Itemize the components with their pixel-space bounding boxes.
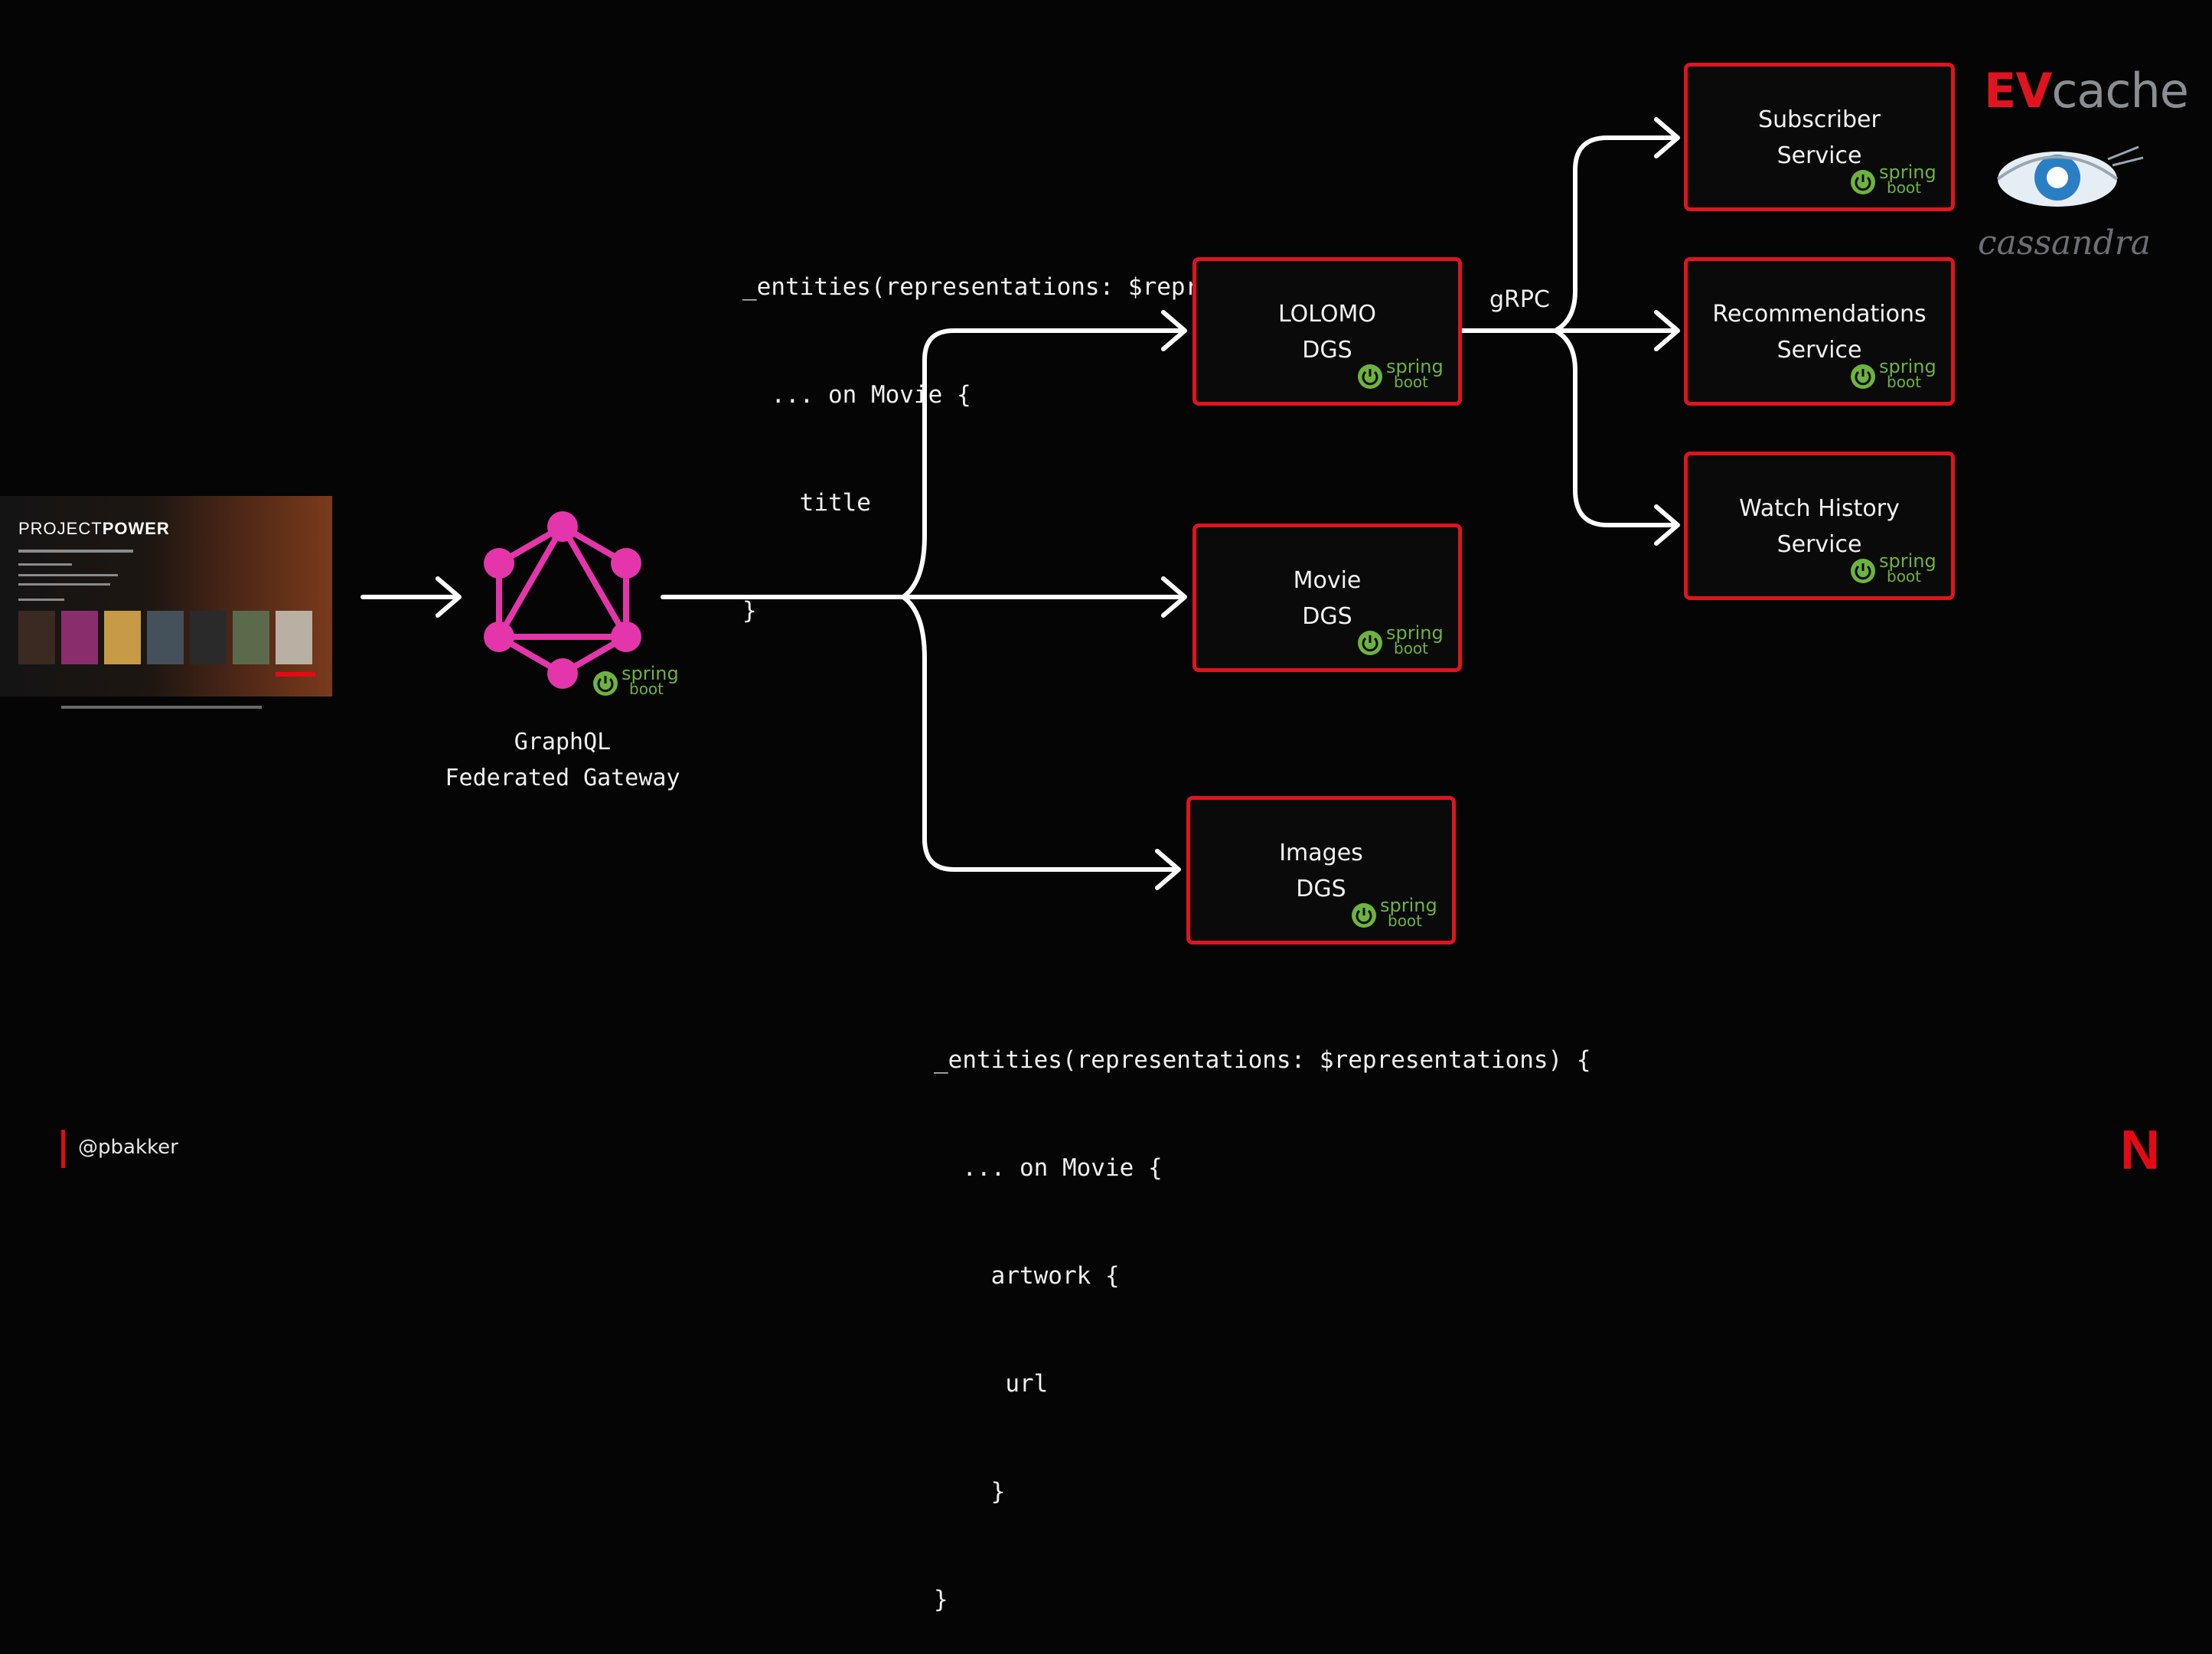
tv-title-suffix: POWER	[102, 519, 170, 538]
service-type: DGS	[1302, 603, 1352, 630]
service-name: Recommendations	[1712, 301, 1927, 328]
branch-images	[901, 595, 1179, 872]
tv-text-line	[18, 550, 133, 553]
subscriber-service-label: Subscriber Service	[1688, 102, 1951, 174]
service-name: LOLOMO	[1277, 301, 1376, 328]
connection-arrows	[361, 117, 1680, 890]
spring-word: spring	[622, 663, 679, 684]
tv-poster	[61, 611, 98, 664]
evcache-ev-text: EV	[1984, 63, 2052, 119]
tv-poster	[233, 611, 269, 664]
footer-accent-bar	[61, 1130, 65, 1168]
cassandra-label: cassandra	[1978, 223, 2152, 263]
spring-power-icon	[1352, 903, 1376, 928]
recommendations-service-box[interactable]: Recommendations Service spring boot	[1684, 257, 1955, 406]
spring-boot-badge: spring boot	[592, 664, 683, 701]
tv-poster	[18, 611, 55, 664]
spring-power-icon	[1851, 170, 1875, 194]
service-type: DGS	[1296, 876, 1346, 902]
query-bottom-line: _entities(representations: $representati…	[934, 1046, 1591, 1074]
spring-boot-badge: spring boot	[1850, 163, 1940, 200]
service-name: Images	[1279, 840, 1363, 866]
spring-word: spring	[1386, 356, 1444, 377]
lolomo-dgs-label: LOLOMO DGS	[1196, 296, 1458, 368]
tv-stand	[61, 706, 262, 709]
branch-subscriber	[1553, 135, 1679, 333]
spring-boot-badge: spring boot	[1850, 552, 1940, 589]
query-bottom-line: url	[934, 1370, 1049, 1398]
tv-title: PROJECTPOWER	[18, 519, 170, 539]
spring-power-icon	[593, 671, 618, 696]
spring-word: spring	[1879, 161, 1936, 183]
spring-boot-badge: spring boot	[1357, 624, 1447, 661]
boot-word: boot	[1388, 912, 1423, 930]
tv-poster	[190, 611, 227, 664]
watch-history-service-box[interactable]: Watch History Service spring boot	[1684, 452, 1955, 600]
movie-dgs-box[interactable]: Movie DGS spring boot	[1192, 524, 1462, 672]
images-dgs-box[interactable]: Images DGS spring boot	[1186, 796, 1456, 944]
tv-poster	[276, 611, 312, 664]
tv-screenshot: PROJECTPOWER	[0, 496, 332, 697]
service-name: Subscriber	[1758, 106, 1881, 133]
tv-title-prefix: PROJECT	[18, 519, 103, 538]
spring-boot-badge: spring boot	[1351, 896, 1441, 933]
service-name: Movie	[1293, 567, 1362, 594]
spring-boot-badge: spring boot	[1357, 357, 1447, 394]
speaker-handle: @pbakker	[78, 1136, 178, 1159]
grpc-label: gRPC	[1489, 286, 1550, 313]
tv-netflix-mark	[276, 672, 315, 677]
spring-power-icon	[1851, 559, 1875, 583]
spring-word: spring	[1879, 356, 1936, 377]
spring-word: spring	[1386, 622, 1444, 644]
tv-text-line	[18, 583, 110, 586]
evcache-logo: EVcache	[1984, 63, 2189, 119]
tv-text-line	[18, 563, 72, 566]
spring-boot-badge: spring boot	[1850, 357, 1940, 394]
query-bottom-line: }	[934, 1478, 1006, 1506]
movie-dgs-label: Movie DGS	[1196, 563, 1458, 635]
lolomo-dgs-box[interactable]: LOLOMO DGS spring boot	[1192, 257, 1462, 406]
query-top-line: title	[742, 489, 871, 517]
spring-power-icon	[1851, 364, 1875, 389]
watch-history-service-label: Watch History Service	[1688, 491, 1951, 563]
branch-lolomo	[901, 328, 1186, 599]
subscriber-service-box[interactable]: Subscriber Service spring boot	[1684, 63, 1955, 211]
boot-word: boot	[629, 680, 664, 698]
graphql-icon	[484, 511, 641, 689]
query-bottom-line: artwork {	[934, 1262, 1120, 1290]
images-dgs-label: Images DGS	[1190, 835, 1452, 907]
query-bottom-line: ... on Movie {	[934, 1154, 1163, 1182]
spring-word: spring	[1380, 895, 1437, 916]
spring-power-icon	[1358, 364, 1382, 389]
boot-word: boot	[1394, 373, 1429, 391]
query-top-line: }	[742, 597, 757, 625]
service-type: Service	[1776, 337, 1862, 364]
recommendations-service-label: Recommendations Service	[1688, 296, 1951, 368]
boot-word: boot	[1394, 639, 1429, 657]
tv-text-line	[18, 599, 64, 601]
service-name: Watch History	[1739, 495, 1900, 522]
spring-power-icon	[1358, 631, 1382, 655]
spring-word: spring	[1879, 550, 1936, 572]
boot-word: boot	[1887, 567, 1922, 586]
tv-poster	[104, 611, 141, 664]
gateway-label: GraphQL Federated Gateway	[429, 724, 697, 796]
boot-word: boot	[1887, 373, 1922, 391]
branch-watch-history	[1553, 328, 1679, 527]
query-bottom-line: }	[934, 1586, 948, 1613]
tv-poster	[147, 611, 184, 664]
service-type: Service	[1776, 142, 1862, 169]
query-top-line: ... on Movie {	[742, 381, 971, 409]
tv-text-line	[18, 574, 118, 576]
netflix-logo-icon: N	[2120, 1120, 2160, 1181]
query-bottom: _entities(representations: $representati…	[934, 971, 1591, 1654]
evcache-cache-text: cache	[2051, 63, 2189, 119]
gateway-label-line1: GraphQL	[514, 729, 612, 755]
boot-word: boot	[1887, 178, 1922, 197]
cassandra-eye-icon	[1996, 145, 2144, 207]
service-type: Service	[1776, 531, 1862, 558]
gateway-label-line2: Federated Gateway	[445, 765, 680, 791]
service-type: DGS	[1302, 337, 1352, 364]
